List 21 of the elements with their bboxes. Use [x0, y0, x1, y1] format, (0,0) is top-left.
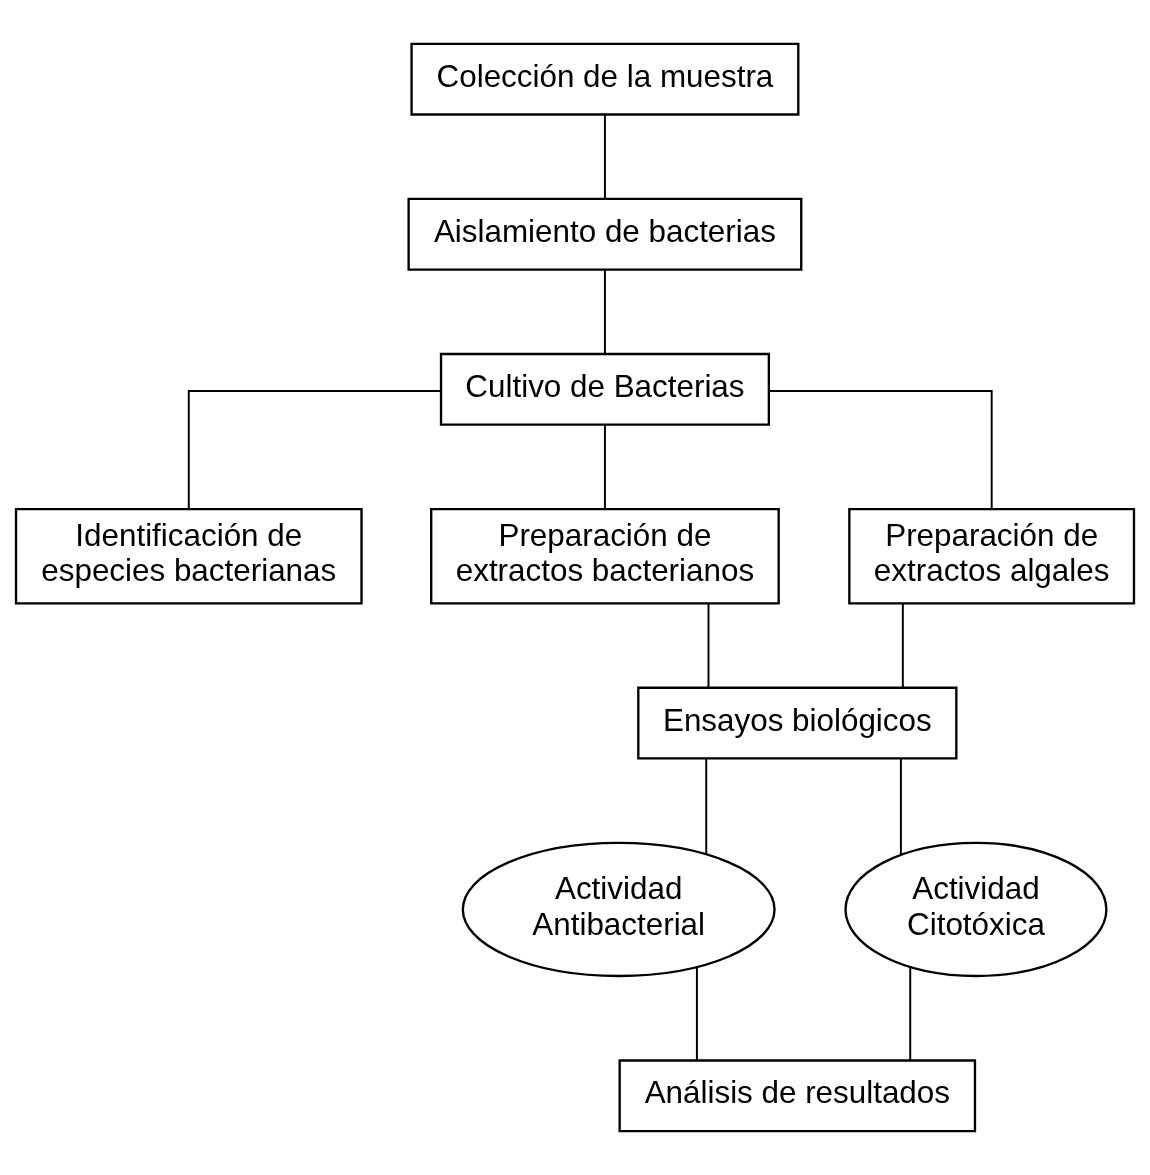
connector: [695, 966, 698, 1062]
connector: [901, 602, 904, 689]
connector: [603, 269, 606, 355]
node-box: Cultivo de Bacterias: [439, 352, 771, 426]
node-box: Preparación de extractos bacterianos: [430, 507, 780, 605]
node-box: Identificación de especies bacterianas: [14, 507, 363, 605]
node-ellipse: Actividad Antibacterial: [461, 841, 776, 978]
connector: [909, 966, 912, 1062]
node-box: Análisis de resultados: [618, 1059, 977, 1133]
node-box: Colección de la muestra: [410, 42, 800, 116]
node-box: Aislamiento de bacterias: [407, 197, 803, 271]
connector: [707, 602, 710, 689]
node-box: Ensayos biológicos: [637, 686, 958, 760]
connector: [603, 114, 606, 200]
connector: [767, 390, 993, 510]
connector: [705, 758, 708, 855]
connector: [899, 758, 902, 856]
node-box: Preparación de extractos algales: [848, 507, 1136, 605]
node-ellipse: Actividad Citotóxica: [844, 841, 1108, 978]
connector: [603, 423, 606, 510]
connector: [187, 390, 442, 510]
